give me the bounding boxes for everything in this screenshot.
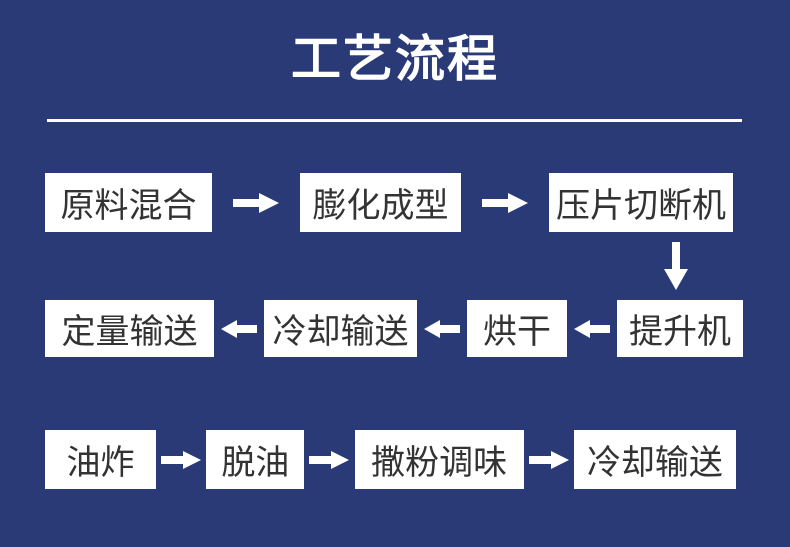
arrow-right-icon <box>528 450 569 469</box>
flow-step: 原料混合 <box>45 173 212 232</box>
arrow-right-icon <box>309 450 350 469</box>
arrow-right-icon <box>161 450 202 469</box>
arrow-left-icon <box>424 319 460 338</box>
arrow-right-icon <box>233 192 279 213</box>
flow-step: 膨化成型 <box>300 173 461 232</box>
flow-step: 撒粉调味 <box>354 430 524 489</box>
arrow-left-icon <box>574 319 610 338</box>
flow-step: 提升机 <box>617 300 743 357</box>
flow-step: 冷却输送 <box>573 430 736 489</box>
flow-step: 烘干 <box>467 300 567 357</box>
arrow-down-icon <box>664 242 688 290</box>
flow-step: 定量输送 <box>45 300 214 357</box>
title-divider <box>47 119 742 122</box>
flow-row-1: 原料混合 膨化成型 压片切断机 <box>45 173 733 232</box>
flow-step: 油炸 <box>45 430 156 489</box>
flow-step: 脱油 <box>206 430 305 489</box>
flow-step: 冷却输送 <box>264 300 417 357</box>
flow-row-3: 油炸 脱油 撒粉调味 冷却输送 <box>45 430 736 489</box>
arrow-right-icon <box>482 192 528 213</box>
flow-row-2: 定量输送 冷却输送 烘干 提升机 <box>45 300 743 357</box>
page-title: 工艺流程 <box>291 31 499 87</box>
arrow-left-icon <box>221 319 257 338</box>
flow-step: 压片切断机 <box>549 173 733 232</box>
